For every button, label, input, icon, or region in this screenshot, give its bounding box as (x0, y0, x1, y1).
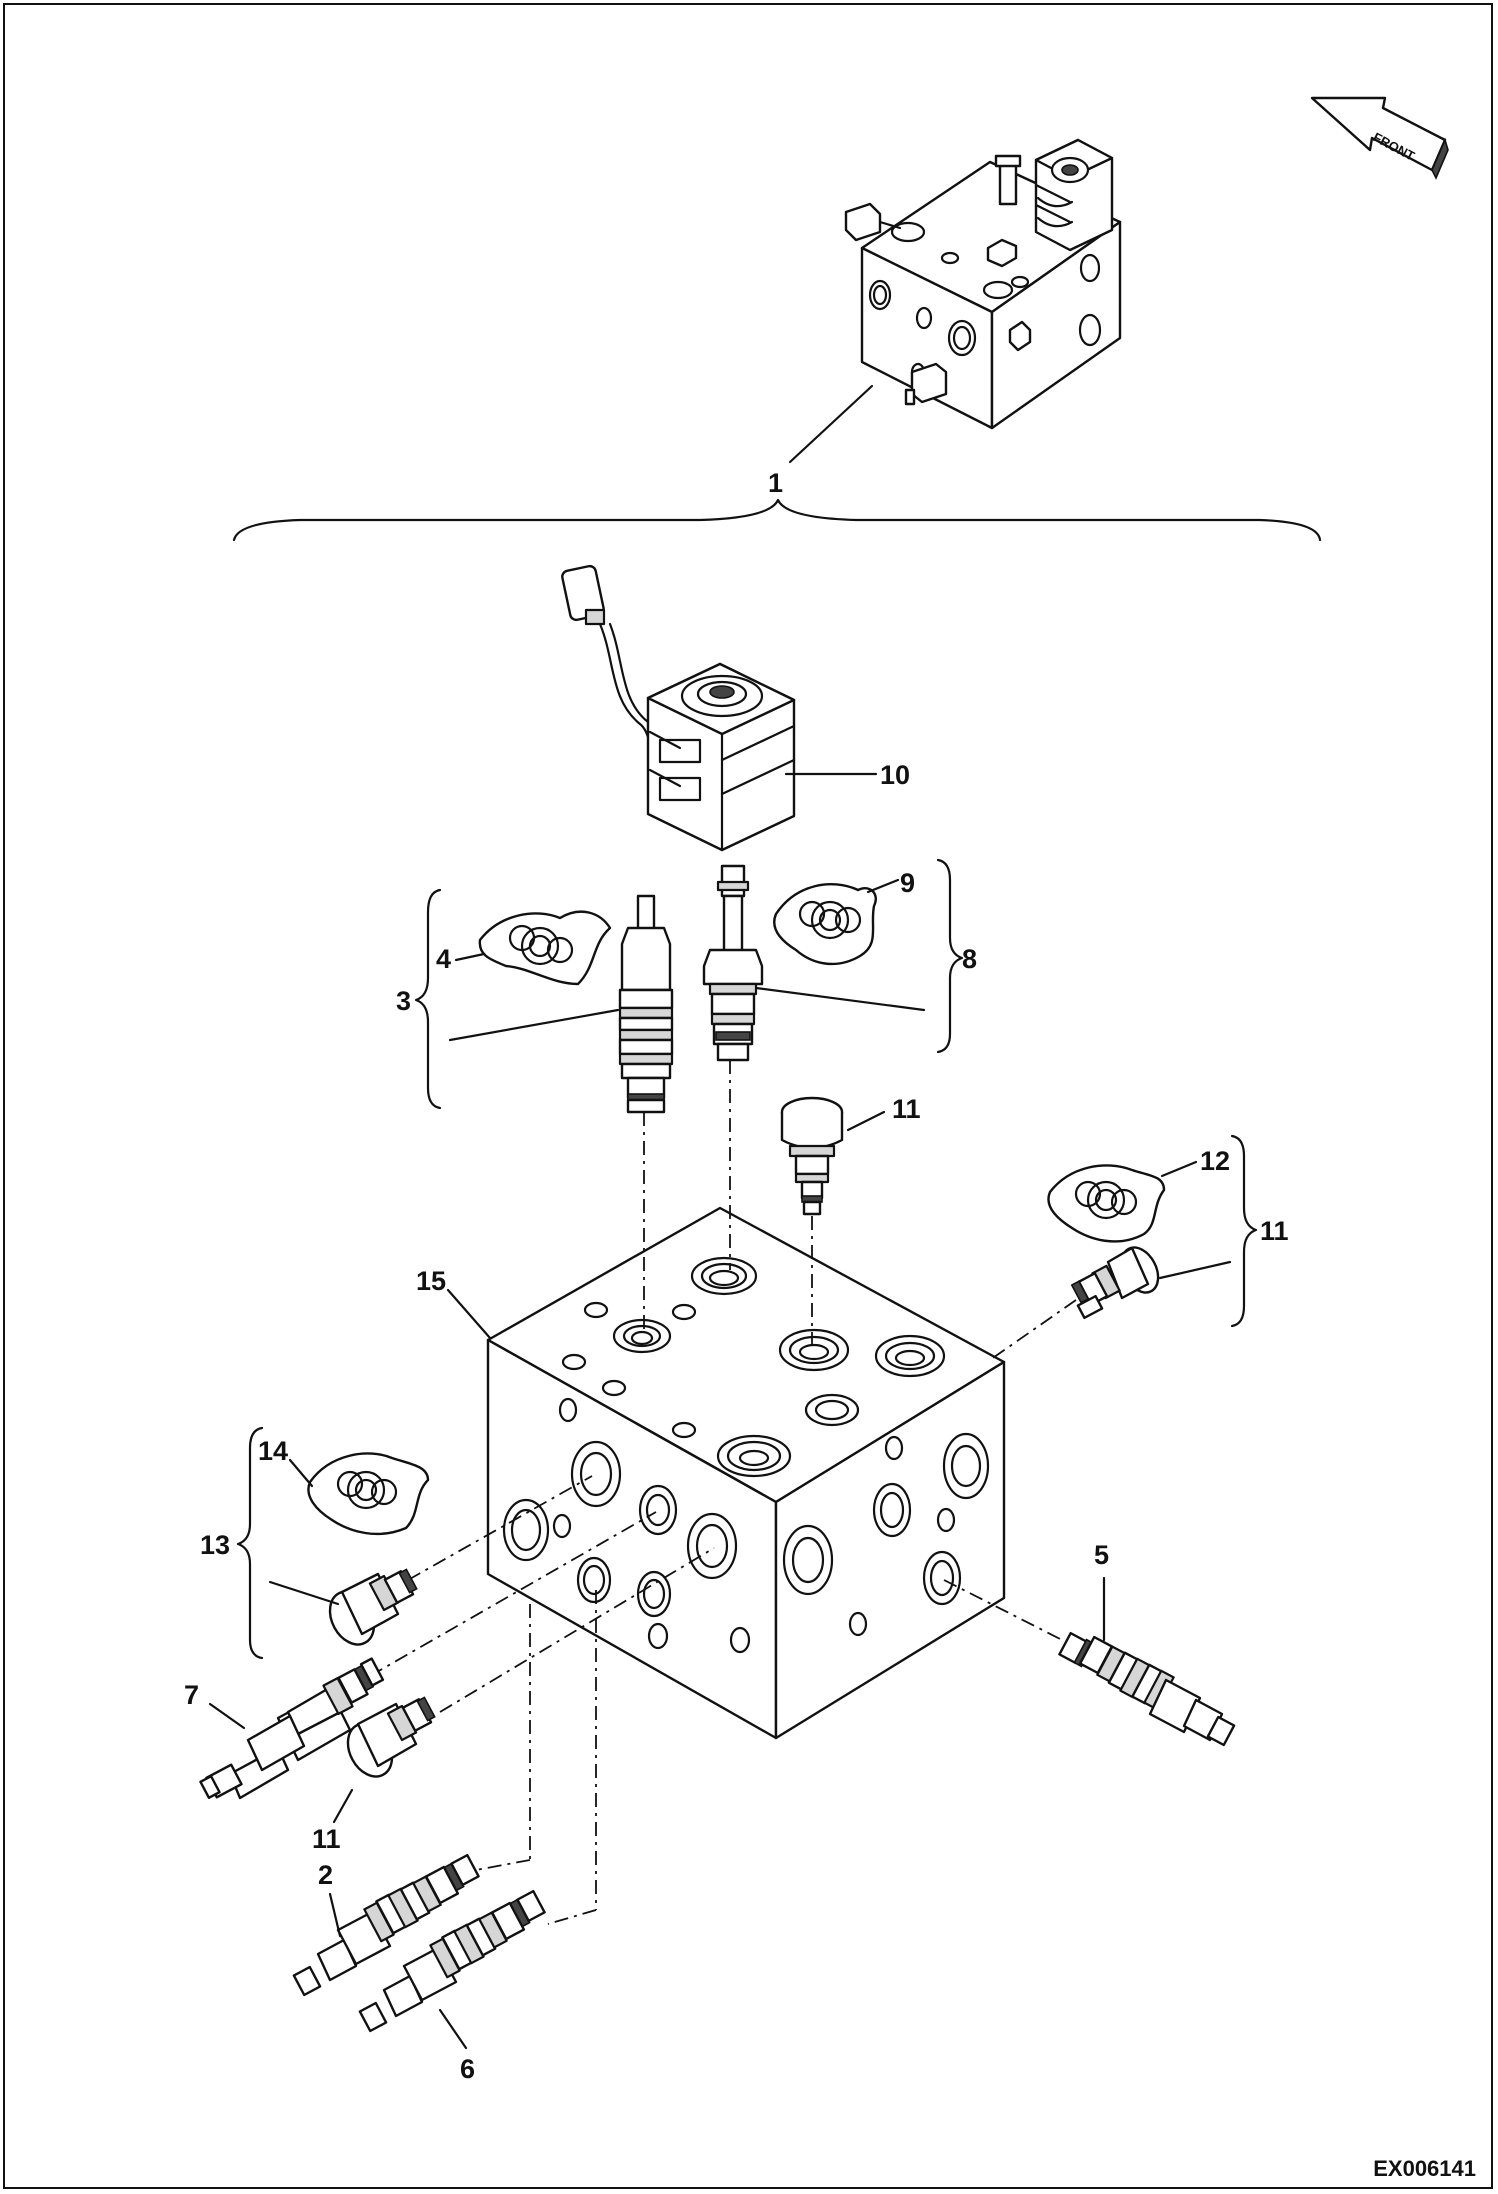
cartridge-valve-3 (618, 894, 674, 1114)
solenoid-coil (561, 564, 796, 852)
callout-5: 5 (1094, 1540, 1109, 1570)
callout-1: 1 (768, 468, 783, 498)
callout-4: 4 (436, 944, 451, 974)
seal-kit-4 (478, 910, 612, 986)
seal-kit-14 (307, 1452, 430, 1536)
grouping-brace-3 (414, 888, 442, 1110)
grouping-brace-13 (236, 1426, 264, 1660)
drawing-frame (3, 3, 1493, 2189)
plug-11-bottom (346, 1696, 436, 1778)
callout-11-right: 11 (1260, 1216, 1289, 1246)
seal-kit-12 (1047, 1164, 1166, 1243)
callout-15: 15 (416, 1266, 446, 1296)
cartridge-valve-2 (292, 1853, 480, 1997)
cartridge-valve-7 (199, 1657, 385, 1800)
leader-line-11-bottom (332, 1788, 354, 1824)
document-code: EX006141 (1373, 2156, 1476, 2181)
grouping-brace-1 (232, 498, 1322, 542)
leader-line-14 (288, 1458, 314, 1488)
callout-14: 14 (258, 1436, 288, 1466)
leader-line-1 (788, 384, 874, 464)
valve-block-15 (486, 1206, 1006, 1740)
front-direction-arrow: FRONT (1310, 96, 1449, 180)
leader-line-9 (866, 878, 900, 894)
leader-line-6 (438, 2008, 468, 2050)
cartridge-valve-6 (358, 1889, 546, 2033)
callout-7: 7 (184, 1680, 199, 1710)
callout-6: 6 (460, 2054, 475, 2084)
leader-line-7 (208, 1702, 246, 1730)
callout-9: 9 (900, 868, 915, 898)
callout-2: 2 (318, 1860, 333, 1890)
assembled-valve-block (844, 138, 1122, 430)
leader-line-4 (454, 952, 486, 962)
assembly-centerlines (369, 1060, 1077, 1925)
callout-10: 10 (880, 760, 910, 790)
leader-line-11-top (846, 1110, 886, 1132)
grouping-brace-11-right (1230, 1134, 1258, 1328)
callout-3: 3 (396, 986, 411, 1016)
plug-13 (328, 1568, 418, 1646)
plug-11-top (780, 1096, 844, 1216)
callout-11-bottom: 11 (312, 1824, 341, 1854)
leader-line-2 (328, 1892, 342, 1938)
callout-13: 13 (200, 1530, 230, 1560)
leader-line-11-right (1158, 1260, 1232, 1280)
cartridge-valve-5 (1058, 1631, 1236, 1747)
leader-line-12 (1160, 1160, 1198, 1178)
grouping-brace-8 (936, 858, 964, 1054)
leader-line-8 (754, 986, 926, 1012)
callout-11-top: 11 (892, 1094, 921, 1124)
callout-12: 12 (1200, 1146, 1230, 1176)
cartridge-valve-8 (702, 864, 764, 1062)
leader-line-3 (448, 1008, 620, 1042)
seal-kit-9 (773, 883, 877, 966)
plug-11-right (1070, 1246, 1160, 1320)
leader-line-15 (446, 1288, 492, 1340)
callout-8: 8 (962, 944, 977, 974)
leader-line-13 (268, 1580, 340, 1606)
